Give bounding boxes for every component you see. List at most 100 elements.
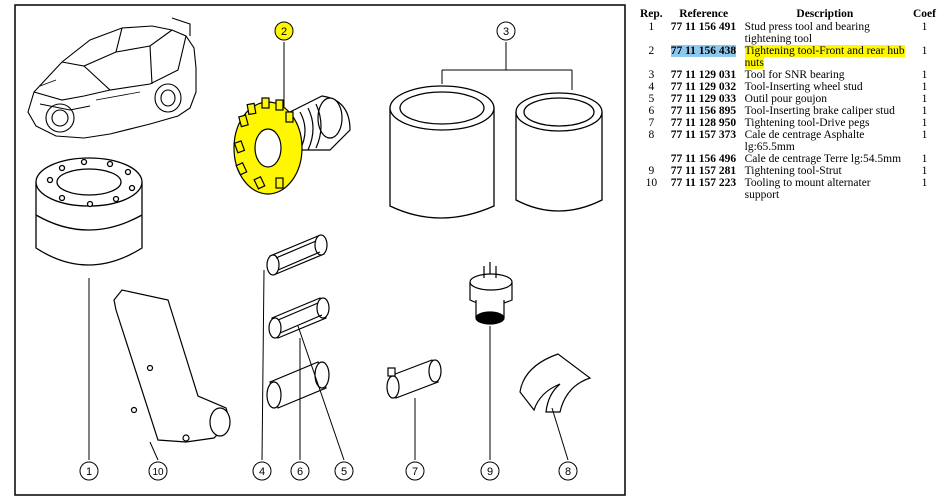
cell-coef: 1 <box>909 165 940 177</box>
header-reference: Reference <box>679 8 729 20</box>
cell-description: Tool-Inserting wheel stud <box>741 81 909 93</box>
rep-text: 6 <box>648 105 655 117</box>
header-description: Description <box>796 8 854 20</box>
part-10-alternator-support-tool <box>113 289 231 443</box>
part-8-centering-shim <box>519 353 592 413</box>
cell-description: Tooling to mount alternater support <box>741 177 909 201</box>
cell-rep: 8 <box>636 129 667 153</box>
cell-reference: 77 11 157 223 <box>667 177 741 201</box>
rep-text: 4 <box>648 81 655 93</box>
callout-5: 5 <box>334 461 354 481</box>
rep-text: 10 <box>645 177 658 189</box>
cell-rep: 5 <box>636 93 667 105</box>
cell-rep: 9 <box>636 165 667 177</box>
cell-coef: 1 <box>909 105 940 117</box>
coef-text: 1 <box>921 45 928 57</box>
cell-description: Tightening tool-Front and rear hub nuts <box>741 45 909 69</box>
part-2-hub-nut-tool <box>233 95 351 195</box>
reference-text: 77 11 129 032 <box>670 81 737 93</box>
cell-reference: 77 11 156 895 <box>667 105 741 117</box>
reference-text: 77 11 157 223 <box>670 177 737 189</box>
reference-text: 77 11 156 438 <box>670 45 737 57</box>
cell-reference: 77 11 129 032 <box>667 81 741 93</box>
description-text: Cale de centrage Asphalte lg:65.5mm <box>744 129 865 153</box>
description-text: Tool-Inserting brake caliper stud <box>744 105 895 117</box>
cell-coef: 1 <box>909 93 940 105</box>
cell-coef: 1 <box>909 81 940 93</box>
part-3-snr-bearing-tool <box>389 85 603 219</box>
reference-text: 77 11 156 895 <box>670 105 737 117</box>
cell-description: Cale de centrage Terre lg:54.5mm <box>741 153 909 165</box>
reference-text: 77 11 157 373 <box>670 129 737 141</box>
cell-description: Tightening tool-Drive pegs <box>741 117 909 129</box>
callout-7: 7 <box>405 461 425 481</box>
table-row: 6 77 11 156 895 Tool-Inserting brake calip… <box>636 105 940 117</box>
coef-text: 1 <box>921 93 928 105</box>
diagram-frame <box>14 4 626 496</box>
cell-coef: 1 <box>909 153 940 165</box>
rep-text: 8 <box>648 129 655 141</box>
part-4-wheel-stud-tool <box>266 234 328 276</box>
callout-9: 9 <box>480 461 500 481</box>
reference-text: 77 11 129 031 <box>670 69 737 81</box>
cell-description: Cale de centrage Asphalte lg:65.5mm <box>741 129 909 153</box>
cell-rep: 4 <box>636 81 667 93</box>
coef-text: 1 <box>921 165 928 177</box>
header-coef: Coef <box>913 8 936 20</box>
rep-text: 1 <box>648 21 655 33</box>
svg-text:7: 7 <box>412 466 418 478</box>
coef-text: 1 <box>921 177 928 189</box>
cell-rep: 1 <box>636 21 667 45</box>
cell-reference: 77 11 156 496 <box>667 153 741 165</box>
cell-coef: 1 <box>909 21 940 45</box>
callout-2: 2 <box>274 21 294 41</box>
cell-reference: 77 11 128 950 <box>667 117 741 129</box>
callout-6: 6 <box>290 461 310 481</box>
cell-description: Stud press tool and bearing tightening t… <box>741 21 909 45</box>
reference-text: 77 11 157 281 <box>670 165 737 177</box>
coef-text: 1 <box>921 153 928 165</box>
rep-text: 9 <box>648 165 655 177</box>
cell-description: Outil pour goujon <box>741 93 909 105</box>
callout-4: 4 <box>252 461 272 481</box>
coef-text: 1 <box>921 129 928 141</box>
description-text: Tightening tool-Front and rear hub nuts <box>744 45 905 69</box>
coef-text: 1 <box>921 81 928 93</box>
part-9-strut-tool <box>469 262 513 325</box>
part-5-goujon-tool <box>268 297 330 339</box>
coef-text: 1 <box>921 117 928 129</box>
cell-description: Tool for SNR bearing <box>741 69 909 81</box>
cell-reference: 77 11 129 031 <box>667 69 741 81</box>
table-row: 8 77 11 157 373 Cale de centrage Asphalte … <box>636 129 940 153</box>
cell-rep: 7 <box>636 117 667 129</box>
svg-text:3: 3 <box>503 26 509 38</box>
coef-text: 1 <box>921 69 928 81</box>
table-row: 4 77 11 129 032 Tool-Inserting wheel stud 1 <box>636 81 940 93</box>
rep-text: 2 <box>648 45 655 57</box>
description-text: Stud press tool and bearing tightening t… <box>744 21 870 45</box>
callout-8: 8 <box>558 461 578 481</box>
cell-reference: 77 11 157 373 <box>667 129 741 153</box>
part-7-drive-peg-tool <box>386 359 442 399</box>
description-text: Cale de centrage Terre lg:54.5mm <box>744 153 902 165</box>
cell-rep <box>636 153 667 165</box>
car-illustration <box>27 17 197 139</box>
cell-reference: 77 11 157 281 <box>667 165 741 177</box>
cell-description: Tool-Inserting brake caliper stud <box>741 105 909 117</box>
tool-diagram: 2 3 1 10 4 6 5 7 9 8 <box>14 4 626 496</box>
coef-text: 1 <box>921 105 928 117</box>
cell-rep: 3 <box>636 69 667 81</box>
svg-text:2: 2 <box>281 26 287 38</box>
rep-text: 5 <box>648 93 655 105</box>
cell-reference: 77 11 129 033 <box>667 93 741 105</box>
cell-coef: 1 <box>909 129 940 153</box>
part-1-stud-press-tool <box>35 157 143 266</box>
